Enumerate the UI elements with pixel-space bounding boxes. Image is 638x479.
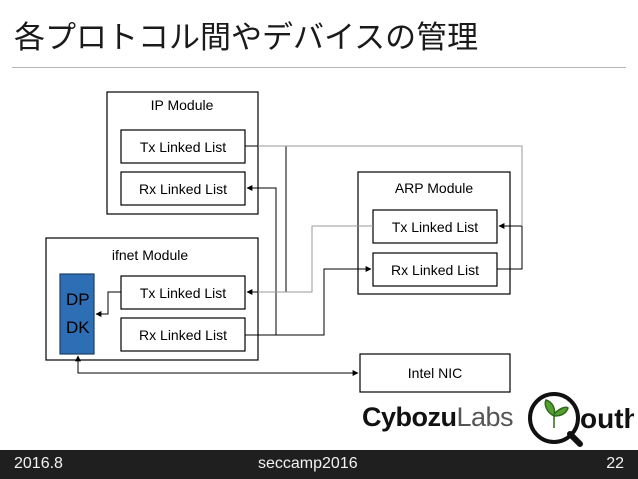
youth-logo: outh (524, 388, 638, 452)
ip-tx-to-arp-gray-connector (258, 145, 523, 226)
ifnet-rx-list-label: Rx Linked List (139, 327, 227, 343)
footer-bar: 2016.8 seccamp2016 22 (0, 450, 638, 479)
dpdk-nic-connector (75, 355, 359, 376)
footer-date: 2016.8 (14, 455, 63, 472)
dpdk-label-line2: DK (66, 318, 90, 337)
ifnet-rx-list (120, 317, 246, 352)
intel-nic-box (359, 353, 511, 393)
dpdk-label-line1: DP (66, 290, 90, 309)
ifnet-tx-list-label: Tx Linked List (140, 285, 226, 301)
youth-logo-handle (567, 431, 583, 447)
youth-leaf-icon (544, 399, 569, 428)
ip-rx-list (120, 171, 246, 206)
labs-logo-text: Labs (456, 402, 514, 432)
arp-tx-list (372, 209, 498, 244)
arp-module-label: ARP Module (395, 180, 474, 196)
ip-tx-list-label: Tx Linked List (140, 139, 226, 155)
cybozu-logo-text: Cybozu (362, 402, 457, 432)
ifnet-module-label: ifnet Module (112, 247, 188, 263)
youth-logo-circle (528, 392, 580, 444)
arp-tx-to-ifnet-gray-connector (258, 225, 373, 293)
module-diagram: IP Module Tx Linked List Rx Linked List … (45, 91, 523, 393)
title-divider (12, 67, 626, 68)
ifnet-tx-to-dpdk-connector (95, 291, 121, 317)
cybozu-labs-logo: CybozuLabs (362, 402, 514, 433)
arp-rx-list-label: Rx Linked List (391, 262, 479, 278)
ip-rx-list-label: Rx Linked List (139, 181, 227, 197)
arp-tx-list-label: Tx Linked List (392, 219, 478, 235)
dpdk-block (59, 273, 95, 355)
ip-module-label: IP Module (151, 97, 214, 113)
slide-title: 各プロトコル間やデバイスの管理 (14, 20, 479, 56)
intel-nic-label: Intel NIC (408, 365, 462, 381)
footer-event: seccamp2016 (258, 455, 358, 472)
ifnet-tx-list (120, 275, 246, 310)
youth-logo-text: outh (580, 403, 634, 434)
arp-rx-list (372, 252, 498, 287)
footer-page-number: 22 (606, 455, 624, 472)
ifnet-rx-to-arp-rx-connector (245, 266, 372, 336)
arp-rx-to-arp-tx-connector (497, 223, 523, 270)
